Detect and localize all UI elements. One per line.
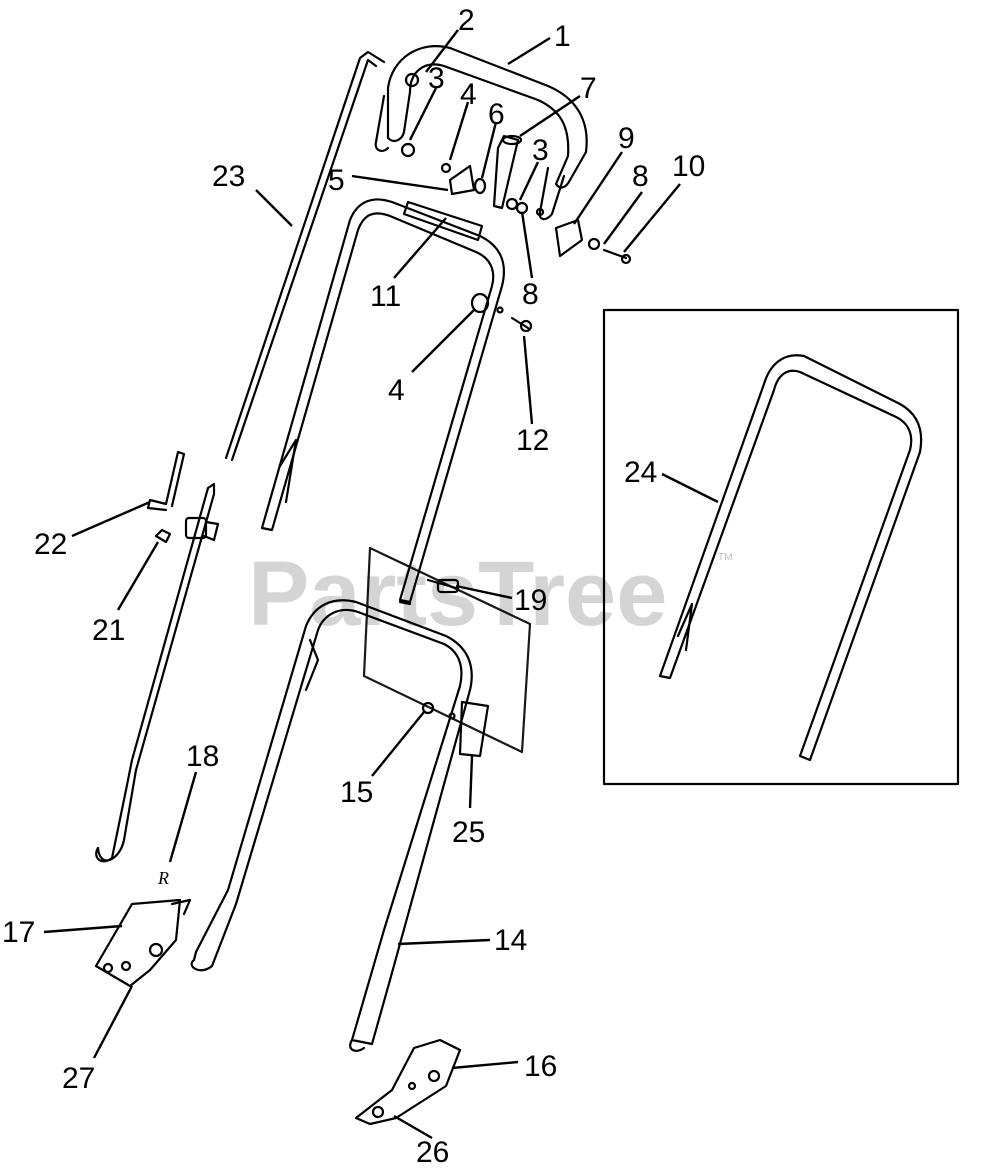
callout-1: 1 [554,20,571,53]
callout-11: 11 [370,280,401,313]
part-upper-grip [374,45,588,221]
callout-10: 10 [672,150,705,183]
callout-5: 5 [328,164,345,197]
handwritten-note: R [157,868,169,888]
callout-8: 8 [632,160,649,193]
callout-4: 4 [460,78,477,111]
callout-16: 16 [524,1050,557,1083]
callout-6: 6 [488,98,505,131]
part-left-bracket [94,898,192,988]
callout-8: 8 [522,278,539,311]
callout-25: 25 [452,816,485,849]
part-shift-lever [95,482,220,863]
part-knob-clip [146,450,186,544]
part-hardware-upper [400,134,632,333]
callout-21: 21 [92,614,125,647]
callout-7: 7 [580,72,597,105]
callout-9: 9 [618,122,635,155]
callout-3: 3 [532,134,549,167]
watermark-trademark: TM [718,552,732,563]
callout-4: 4 [388,374,405,407]
callout-18: 18 [186,740,219,773]
leader-lines [43,29,719,1140]
callout-17: 17 [2,916,35,949]
inset-box [602,308,960,786]
callout-26: 26 [416,1136,449,1169]
callout-23: 23 [212,160,245,193]
callout-15: 15 [340,776,373,809]
part-right-bracket [354,1038,462,1126]
callout-14: 14 [494,924,527,957]
callout-12: 12 [516,424,549,457]
part-middle-handle [260,198,506,606]
callout-2: 2 [458,4,475,37]
callout-19: 19 [514,584,547,617]
callout-22: 22 [34,528,67,561]
callout-24: 24 [624,456,657,489]
part-control-rod [224,50,386,462]
callout-labels: 1 2 3 3 4 4 5 6 7 8 8 9 10 11 12 14 15 1… [2,4,705,1169]
callout-3: 3 [428,62,445,95]
callout-27: 27 [62,1062,95,1095]
